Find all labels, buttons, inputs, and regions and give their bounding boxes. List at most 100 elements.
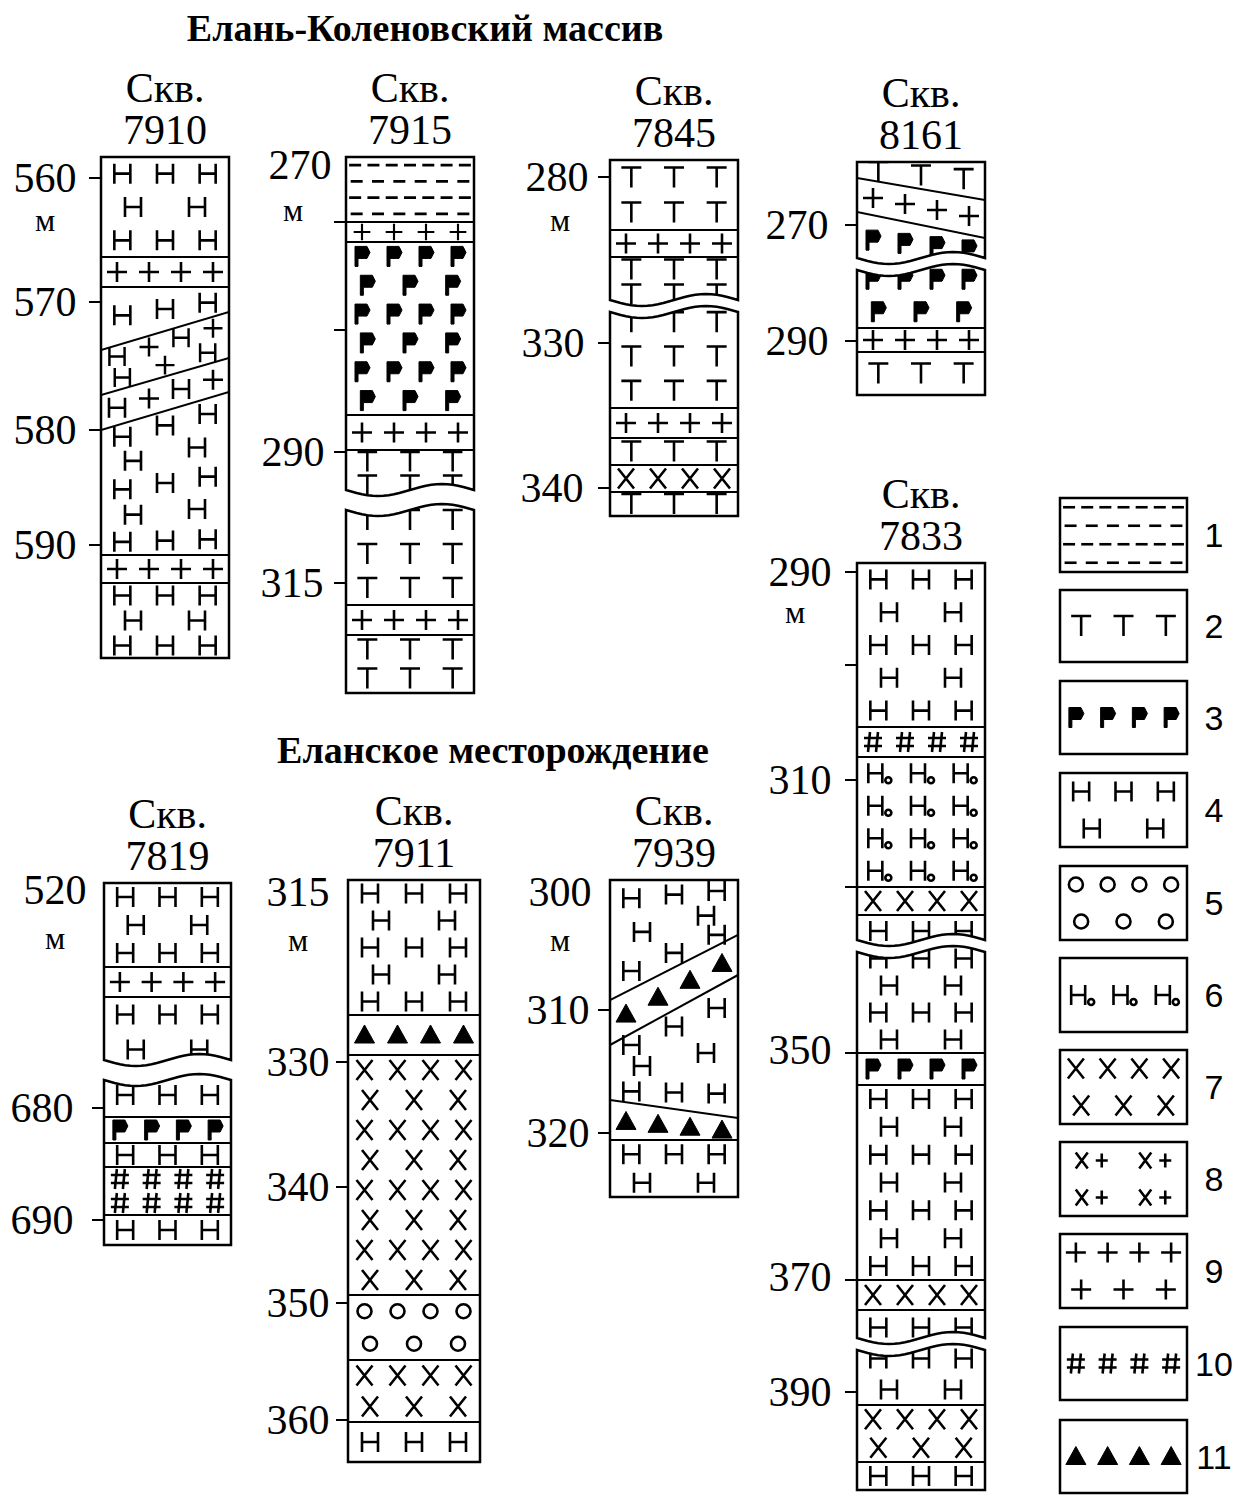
- lithology-symbol: [111, 1169, 129, 1189]
- depth-label: 520: [24, 869, 87, 911]
- lithology-symbol: [913, 1438, 929, 1458]
- lithology-symbol: [913, 569, 929, 589]
- depth-label: 315: [261, 562, 324, 604]
- lithology-symbol: [868, 162, 888, 182]
- layer-boundary: [857, 1279, 985, 1281]
- lithology-symbol: [203, 559, 223, 579]
- lithology-symbol: [390, 1240, 406, 1260]
- lithology-symbol: [898, 1059, 913, 1079]
- lithology-symbol: [360, 275, 375, 295]
- lithology-symbol: [664, 260, 684, 280]
- lithology-symbol: [911, 364, 931, 384]
- well-column: Скв. 7819: [104, 793, 231, 1245]
- lithology-symbol: [666, 943, 682, 963]
- lithology-symbol: [109, 347, 124, 366]
- lithology-symbol: [1139, 1190, 1171, 1206]
- well-column-drawing: [598, 160, 738, 516]
- lithology-symbol: [459, 196, 471, 199]
- lithology-symbol: [117, 943, 133, 963]
- lithology-symbol: [961, 1409, 977, 1429]
- legend-swatch: [1060, 1234, 1187, 1308]
- lithology-symbol: [173, 972, 193, 992]
- lithology-symbol: [648, 1114, 668, 1132]
- lithology-symbol: [355, 1025, 375, 1043]
- column-outline: [346, 157, 474, 496]
- depth-label: м: [288, 924, 308, 956]
- lithology-symbol: [1154, 506, 1166, 509]
- depth-label: 330: [267, 1041, 330, 1083]
- lithology-symbol: [362, 1432, 378, 1452]
- lithology-symbol: [1114, 616, 1134, 636]
- layer-boundary: [857, 327, 985, 329]
- lithology-symbol: [419, 246, 434, 266]
- lithology-symbol: [372, 180, 384, 183]
- lithology-symbol: [117, 1005, 133, 1025]
- layer-boundary: [857, 914, 985, 916]
- lithology-symbol: [443, 578, 463, 598]
- layer-boundary: [104, 966, 231, 968]
- column-segment: [610, 881, 738, 1193]
- lithology-symbol: [929, 891, 945, 911]
- lithology-symbol: [881, 602, 897, 622]
- lithology-symbol: [1129, 1447, 1149, 1465]
- lithology-symbol: [357, 1366, 373, 1386]
- lithology-symbol: [1149, 561, 1161, 564]
- lithology-symbol: [114, 479, 130, 499]
- lithology-symbol: [616, 1004, 636, 1022]
- depth-label: 310: [769, 759, 832, 801]
- depth-label: 290: [766, 320, 829, 362]
- lithology-symbol: [621, 285, 641, 305]
- layer-boundary: [610, 935, 738, 1000]
- depth-label: 390: [769, 1371, 832, 1413]
- lithology-symbol: [441, 164, 453, 167]
- lithology-symbol: [698, 1173, 714, 1193]
- layer-boundary: [104, 1214, 231, 1216]
- lithology-symbol: [666, 885, 682, 905]
- lithology-symbol: [930, 1059, 945, 1079]
- lithology-symbol: [682, 469, 698, 489]
- lithology-symbol: [357, 544, 377, 564]
- lithology-symbol: [443, 510, 463, 530]
- lithology-symbol: [1136, 506, 1148, 509]
- column-outline: [610, 880, 738, 1197]
- well-column-drawing: [845, 563, 985, 1490]
- legend-swatch: [1060, 1327, 1187, 1400]
- depth-tick: [845, 779, 857, 781]
- lithology-symbol: [357, 640, 377, 660]
- column-outline: [104, 883, 231, 1066]
- layer-boundary: [610, 437, 738, 439]
- lithology-symbol: [189, 499, 205, 519]
- legend-swatch: [1060, 1420, 1187, 1493]
- lithology-symbol: [206, 1169, 224, 1189]
- lithology-symbol: [956, 949, 972, 969]
- lithology-symbol: [400, 452, 420, 472]
- lithology-symbol: [1099, 1354, 1117, 1374]
- lithology-symbol: [1159, 915, 1173, 929]
- lithology-symbol: [954, 169, 974, 189]
- lithology-symbol: [450, 938, 466, 958]
- lithology-symbol: [157, 586, 173, 606]
- lithology-symbol: [1131, 1059, 1147, 1079]
- layer-boundary: [346, 634, 474, 636]
- column-segment: [857, 162, 985, 260]
- lithology-symbol: [448, 423, 468, 443]
- lithology-symbol: [406, 938, 422, 958]
- depth-label: 330: [522, 322, 585, 364]
- layer-boundary: [101, 392, 229, 430]
- lithology-symbol: [621, 347, 641, 367]
- lithology-symbol: [156, 356, 175, 375]
- lithology-symbol: [870, 569, 886, 589]
- lithology-symbol: [456, 1366, 472, 1386]
- lithology-symbol: [143, 1169, 161, 1189]
- lithology-symbol: [621, 442, 641, 462]
- lithology-symbol: [450, 1270, 466, 1290]
- column-outline: [610, 160, 738, 306]
- layer-boundary: [104, 1116, 231, 1118]
- lithology-symbol: [439, 965, 455, 985]
- lithology-symbol: [407, 1337, 421, 1351]
- lithology-symbol: [956, 701, 972, 721]
- lithology-symbol: [441, 196, 453, 199]
- lithology-symbol: [928, 732, 946, 752]
- lithology-symbol: [456, 1060, 472, 1080]
- lithology-symbol: [648, 234, 668, 254]
